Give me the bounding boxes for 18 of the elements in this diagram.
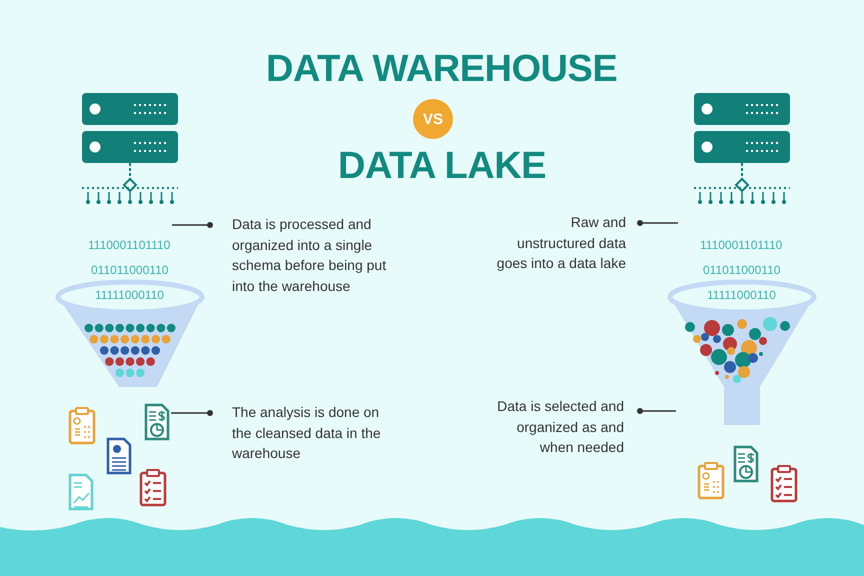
binary-text: 11111000110	[95, 288, 164, 302]
leader-line	[637, 220, 678, 226]
description-text: The analysis is done on the cleansed data in the warehouse	[210, 402, 397, 464]
description-text: Raw and unstructured data goes into a data lake	[490, 212, 640, 274]
report-document-icon	[143, 403, 171, 441]
binary-text: 011011000110	[91, 263, 168, 277]
binary-text: 1110001101110	[700, 238, 782, 252]
description-text: Data is processed and organized into a single schema before being put into the warehouse	[210, 214, 402, 296]
binary-text: 1110001101110	[88, 238, 170, 252]
description-text: Data is selected and organized as and when needed	[486, 396, 640, 458]
heading-text: DATA WAREHOUSE	[266, 48, 618, 91]
heading-text: DATA LAKE	[338, 145, 546, 188]
leader-line	[637, 408, 676, 414]
binary-text: 11111000110	[707, 288, 776, 302]
leader-line	[171, 410, 213, 416]
versus-circle: VS	[413, 99, 453, 139]
binary-text: 011011000110	[703, 263, 780, 277]
leader-line	[172, 222, 213, 228]
